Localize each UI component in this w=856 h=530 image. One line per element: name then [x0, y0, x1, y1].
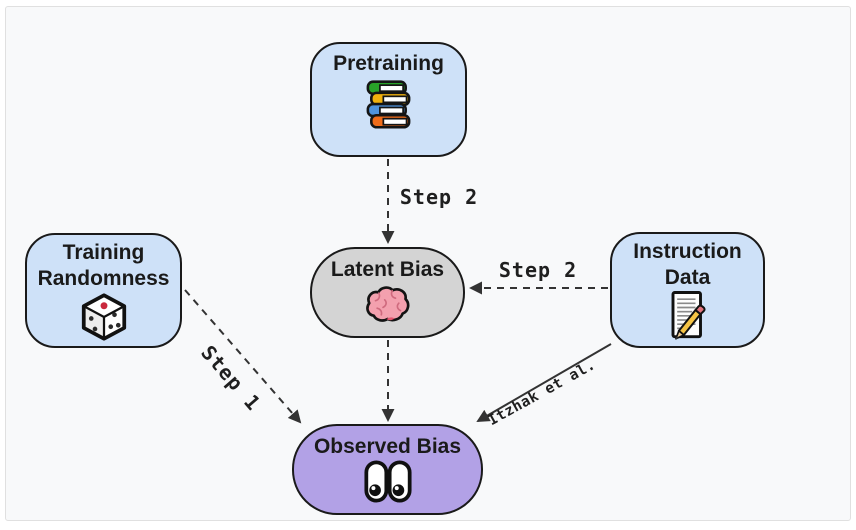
node-training-randomness: Training Randomness [25, 233, 182, 348]
memo-icon [671, 291, 706, 340]
node-title: Pretraining [333, 52, 444, 75]
dice-icon [81, 293, 126, 341]
node-title: Training Randomness [37, 241, 170, 290]
node-latent-bias: Latent Bias [310, 247, 465, 338]
node-pretraining: Pretraining [310, 42, 467, 157]
node-instruction-data: Instruction Data [610, 232, 765, 348]
edge-label-step2-top: Step 2 [399, 185, 479, 209]
edge-label-step2-right: Step 2 [498, 258, 578, 282]
node-observed-bias: Observed Bias [292, 424, 483, 515]
books-icon [366, 80, 411, 129]
brain-icon [365, 286, 409, 322]
eyes-icon [363, 460, 412, 503]
node-title: Latent Bias [330, 258, 445, 281]
node-title: Instruction Data [633, 240, 742, 289]
node-title: Observed Bias [313, 435, 462, 458]
